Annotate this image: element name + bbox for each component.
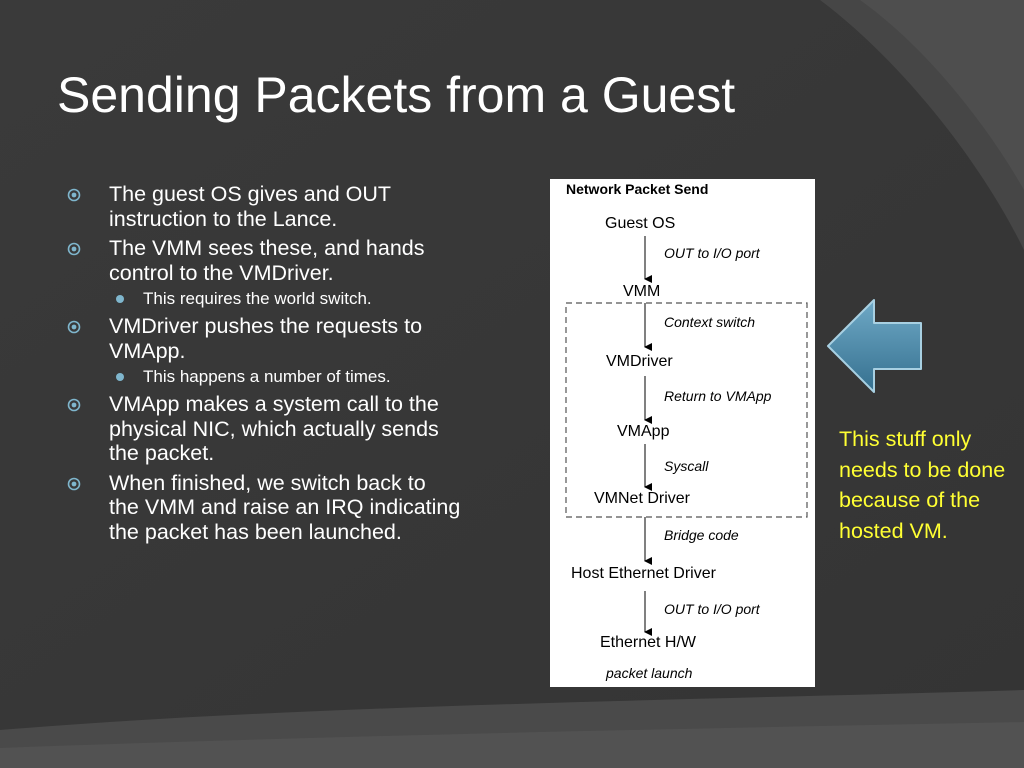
node-guest-os: Guest OS [605,215,676,232]
bullet-item: The VMM sees these, and hands control to… [66,236,461,285]
circled-dot-icon [67,477,81,490]
bullet-text: The VMM sees these, and hands control to… [109,236,425,285]
dot-icon [116,373,124,381]
bullet-item: When finished, we switch back to the VMM… [66,471,461,545]
bullet-item: The guest OS gives and OUT instruction t… [66,182,461,231]
node-vmdriver: VMDriver [606,353,673,370]
circled-dot-icon [67,320,81,334]
edge-out-io-port-2: OUT to I/O port [664,601,760,617]
edge-out-io-port: OUT to I/O port [664,245,760,261]
edge-syscall: Syscall [664,458,709,474]
hosted-region-box [565,302,808,518]
left-arrow-icon [827,299,922,393]
hosted-vm-note: This stuff only needs to be done because… [839,427,1006,543]
circled-dot-icon [67,242,81,256]
edge-return-to-vmapp: Return to VMApp [664,388,772,404]
sub-bullet-item: This requires the world switch. [66,289,461,308]
bullet-text: VMApp makes a system call to the physica… [109,392,439,465]
node-vmm: VMM [623,283,661,300]
node-vmapp: VMApp [617,423,670,440]
bullet-item: VMDriver pushes the requests to VMApp. [66,314,461,363]
edge-bridge-code: Bridge code [664,527,739,543]
slide-title: Sending Packets from a Guest [57,67,736,123]
circled-dot-icon [67,398,81,412]
network-packet-send-diagram: Network Packet Send Guest OS OUT to I/O … [550,179,815,687]
diagram-footer-packet-launch: packet launch [606,665,693,681]
bullet-list: The guest OS gives and OUT instruction t… [66,182,461,549]
edge-context-switch: Context switch [664,314,756,330]
bullet-text: When finished, we switch back to the VMM… [109,470,461,544]
sub-bullet-item: This happens a number of times. [66,367,461,386]
diagram-arrows [565,236,808,636]
bullet-text: The guest OS gives and OUT instruction t… [109,182,391,231]
node-ethernet-hw: Ethernet H/W [600,634,697,651]
diagram-title: Network Packet Send [566,181,709,197]
node-vmnet-driver: VMNet Driver [594,490,691,507]
circled-dot-icon [67,188,81,202]
bullet-text: VMDriver pushes the requests to VMApp. [109,314,423,363]
bullet-text: This happens a number of times. [143,367,391,386]
bullet-text: This requires the world switch. [143,289,372,308]
bullet-item: VMApp makes a system call to the physica… [66,392,461,466]
node-host-ethernet-driver: Host Ethernet Driver [571,565,716,582]
dot-icon [116,295,124,303]
